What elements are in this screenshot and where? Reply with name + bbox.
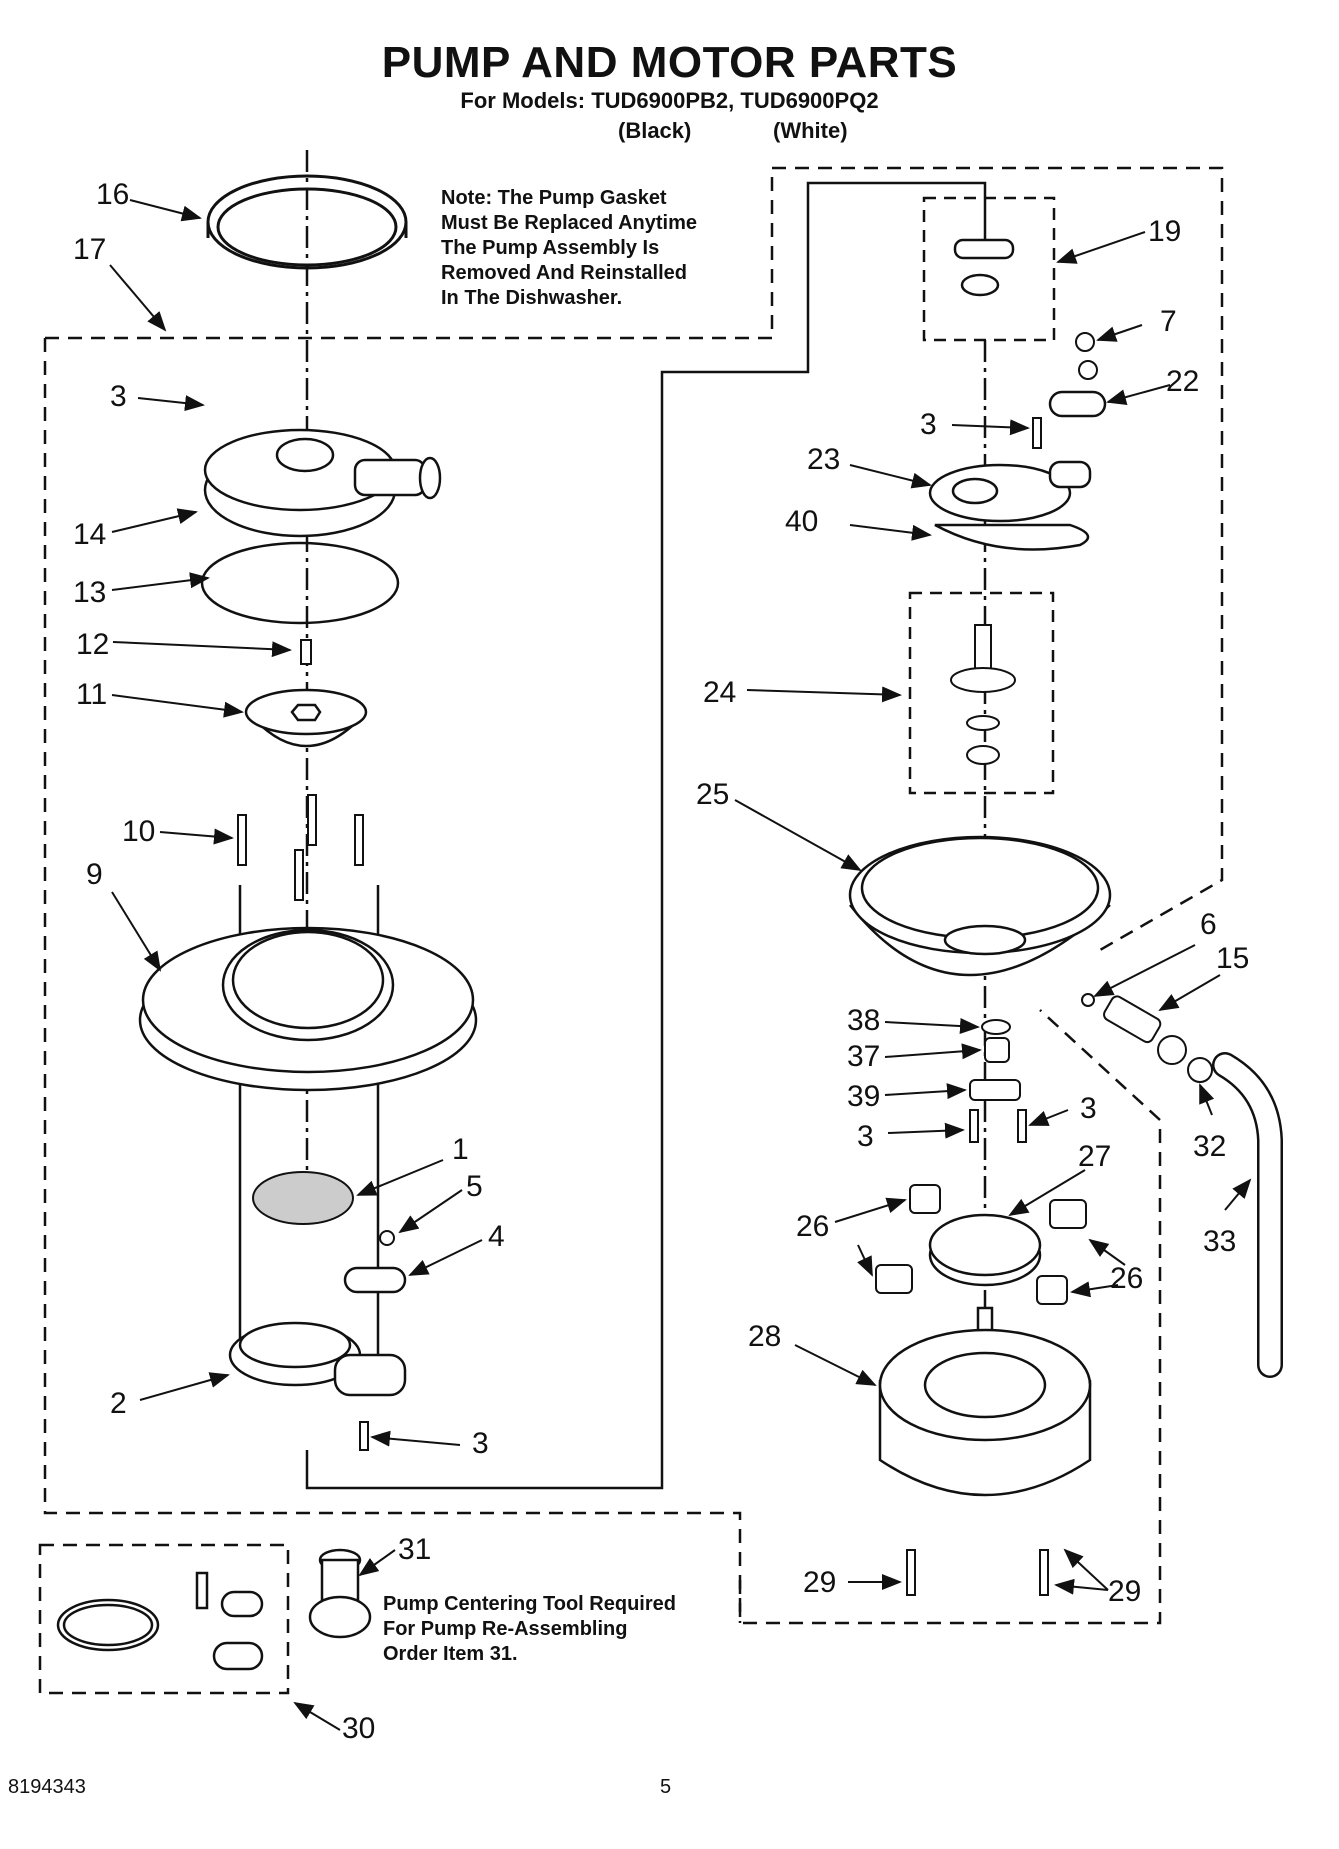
callout-29: 29 xyxy=(803,1566,837,1599)
gasket-note: Note: The Pump Gasket Must Be Replaced A… xyxy=(441,186,697,311)
seal-part-4 xyxy=(343,1266,407,1294)
screw-part-3-lower xyxy=(359,1421,369,1451)
callout-38: 38 xyxy=(847,1004,881,1037)
callout-33: 33 xyxy=(1203,1225,1237,1258)
balls-part-7 xyxy=(1075,332,1098,380)
callout-39: 39 xyxy=(847,1080,881,1113)
callout-3: 3 xyxy=(110,380,127,413)
callout-31: 31 xyxy=(398,1533,432,1566)
seal-kit-part-30 xyxy=(56,1571,264,1671)
gasket-note-line: Must Be Replaced Anytime xyxy=(441,212,697,234)
gasket-note-line: Removed And Reinstalled xyxy=(441,262,687,284)
callout-17: 17 xyxy=(73,233,107,266)
disc-part-27 xyxy=(928,1213,1042,1287)
model-subtitle: For Models: TUD6900PB2, TUD6900PQ2 xyxy=(460,88,879,113)
gasket-note-line: The Pump Assembly Is xyxy=(441,237,660,259)
callout-27: 27 xyxy=(1078,1140,1112,1173)
callout-1: 1 xyxy=(452,1133,469,1166)
gasket-part-40 xyxy=(934,523,1090,551)
o-ring-part-13 xyxy=(200,541,400,625)
callout-16: 16 xyxy=(96,178,130,211)
cover-part-23 xyxy=(928,460,1092,523)
callout-3: 3 xyxy=(1080,1092,1097,1125)
left-assembly-boundary xyxy=(43,338,742,1623)
seal-part-22 xyxy=(1048,390,1107,418)
callout-12: 12 xyxy=(76,628,110,661)
gasket-note-line: In The Dishwasher. xyxy=(441,287,623,309)
mounts-part-26 xyxy=(875,1184,1087,1305)
tool-note-line: For Pump Re-Assembling xyxy=(383,1618,628,1640)
assembly-return-line xyxy=(305,181,987,1490)
bushing-part-37 xyxy=(984,1037,1010,1063)
pump-base-part-9 xyxy=(138,926,478,1092)
pump-assembly-boundary xyxy=(45,166,1224,952)
callout-24: 24 xyxy=(703,676,737,709)
callout-9: 9 xyxy=(86,858,103,891)
callout-5: 5 xyxy=(466,1170,483,1203)
bracket-part-19 xyxy=(953,238,1015,297)
callout-6: 6 xyxy=(1200,908,1217,941)
gasket-note-line: Note: The Pump Gasket xyxy=(441,187,667,209)
ring-part-6 xyxy=(1081,993,1095,1007)
centering-tool-part-31 xyxy=(308,1548,372,1639)
callout-4: 4 xyxy=(488,1220,505,1253)
callout-leaders xyxy=(109,199,1252,1731)
callout-37: 37 xyxy=(847,1040,881,1073)
motor-part-28 xyxy=(878,1306,1092,1497)
part-19-boundary xyxy=(922,196,1056,342)
callout-25: 25 xyxy=(696,778,730,811)
callout-7: 7 xyxy=(1160,305,1177,338)
tool-note-line: Order Item 31. xyxy=(383,1643,518,1665)
callout-13: 13 xyxy=(73,576,107,609)
callout-3: 3 xyxy=(857,1120,874,1153)
callout-3: 3 xyxy=(920,408,937,441)
gasket-part-39 xyxy=(969,1079,1021,1101)
callout-10: 10 xyxy=(122,815,156,848)
screen-part-1 xyxy=(252,1171,354,1225)
page-number: 5 xyxy=(660,1776,672,1798)
callout-22: 22 xyxy=(1166,365,1200,398)
doc-number: 8194343 xyxy=(8,1776,86,1798)
callout-40: 40 xyxy=(785,505,819,538)
ball-part-5 xyxy=(379,1230,395,1246)
callout-29: 29 xyxy=(1108,1575,1142,1608)
screw-part-12 xyxy=(300,639,312,665)
callout-14: 14 xyxy=(73,518,107,551)
clamp-part-32 xyxy=(1187,1057,1213,1083)
callout-2: 2 xyxy=(110,1387,127,1420)
screws-part-10 xyxy=(237,794,364,901)
motor-assembly-boundary xyxy=(738,1009,1162,1625)
seal-part-38 xyxy=(981,1019,1011,1035)
callout-19: 19 xyxy=(1148,215,1182,248)
callout-3: 3 xyxy=(472,1427,489,1460)
variant-black-label: (Black) xyxy=(618,118,692,143)
page-title: PUMP AND MOTOR PARTS xyxy=(381,38,958,87)
part-24-boundary xyxy=(908,591,1055,795)
callout-26: 26 xyxy=(1110,1262,1144,1295)
pump-housing-part-2 xyxy=(228,1321,407,1397)
impeller-part-11 xyxy=(244,688,368,748)
tool-note-line: Pump Centering Tool Required xyxy=(383,1593,676,1615)
callout-32: 32 xyxy=(1193,1130,1227,1163)
callout-23: 23 xyxy=(807,443,841,476)
valve-part-15 xyxy=(1103,995,1187,1065)
shaft-part-24 xyxy=(950,624,1016,765)
screws-part-3-mid-right xyxy=(969,1109,1027,1143)
callout-15: 15 xyxy=(1216,942,1250,975)
screw-part-3-upper-right xyxy=(1032,417,1042,449)
pump-housing-part-14 xyxy=(203,428,442,538)
pump-gasket-part-16 xyxy=(206,174,408,270)
callout-11: 11 xyxy=(76,678,108,711)
variant-white-label: (White) xyxy=(773,118,848,143)
seal-kit-boundary xyxy=(38,1543,290,1695)
tool-note: Pump Centering Tool Required For Pump Re… xyxy=(383,1592,676,1667)
callout-28: 28 xyxy=(748,1320,782,1353)
callout-30: 30 xyxy=(342,1712,376,1745)
screws-part-29 xyxy=(906,1549,1049,1596)
callout-26: 26 xyxy=(796,1210,830,1243)
housing-part-25 xyxy=(848,835,1112,977)
